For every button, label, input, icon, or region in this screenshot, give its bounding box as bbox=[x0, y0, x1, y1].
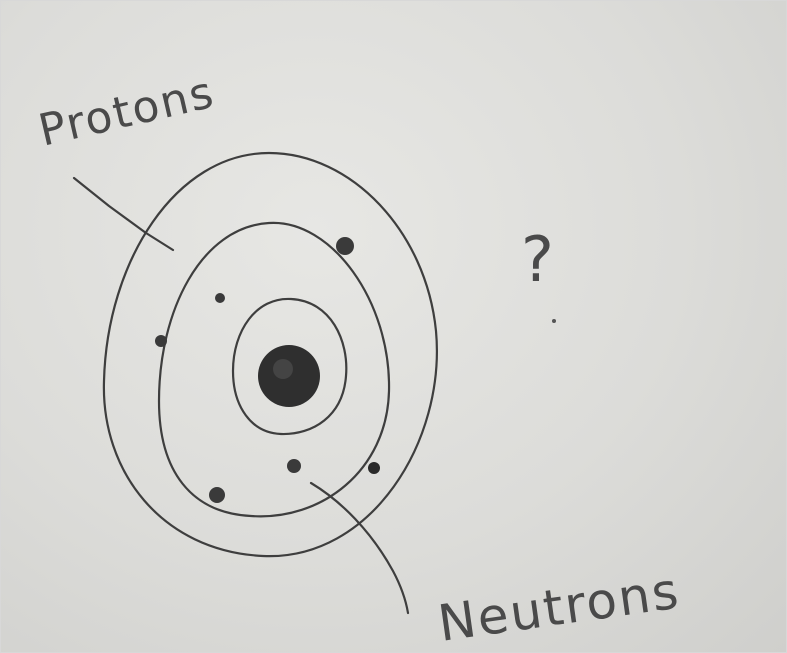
neutrons-pointer bbox=[311, 483, 408, 613]
neutrons-label: Neutrons bbox=[435, 562, 684, 652]
particle bbox=[209, 487, 225, 503]
particle bbox=[155, 335, 167, 347]
particle bbox=[368, 462, 380, 474]
nucleus-highlight bbox=[273, 359, 293, 379]
particle bbox=[215, 293, 225, 303]
protons-label: Protons bbox=[34, 67, 220, 157]
pencil-dot bbox=[552, 319, 556, 323]
particle bbox=[336, 237, 354, 255]
question-mark: ? bbox=[521, 223, 556, 296]
particle bbox=[287, 459, 301, 473]
